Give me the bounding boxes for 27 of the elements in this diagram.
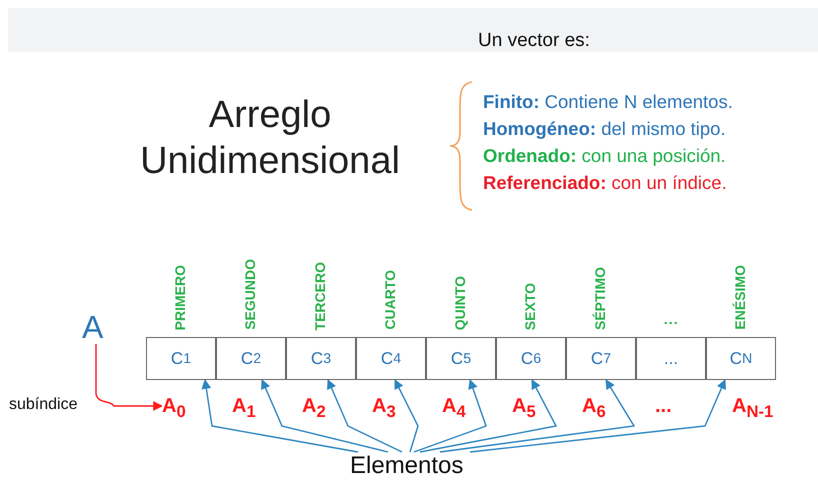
ordinal-label: ⋮ [662,316,678,330]
arrow [470,379,726,453]
arrow [95,344,163,411]
definition-text: Finito: Contiene N elementos. [483,91,733,113]
array-cell: ... [636,337,706,380]
arrow [414,379,487,453]
definition-text: Homogéneo: del mismo tipo. [483,118,726,140]
ordinal-label: SEGUNDO [242,259,258,330]
ordinal-label: PRIMERO [172,264,188,330]
ordinal-label: QUINTO [452,276,468,330]
definition-text: Referenciado: con un índice. [483,172,727,194]
ordinal-label: CUARTO [382,270,398,330]
ordinal-label: SEXTO [522,282,538,330]
arrow [440,379,636,453]
arrow [420,379,558,453]
arrow [394,379,419,452]
ordinal-label: ENÉSIMO [732,265,748,330]
array-name: A [82,310,104,344]
arrow [327,379,402,453]
ordinal-label: SÉPTIMO [592,266,608,330]
title: Arreglo Unidimensional [139,93,401,184]
ordinal-label: TERCERO [312,262,328,330]
arrow [201,379,358,453]
note-text: Un vector es: [478,30,590,52]
arrow [261,379,388,453]
label-text: Elementos [350,452,464,480]
definition-text: Ordenado: con una posición. [483,145,726,167]
